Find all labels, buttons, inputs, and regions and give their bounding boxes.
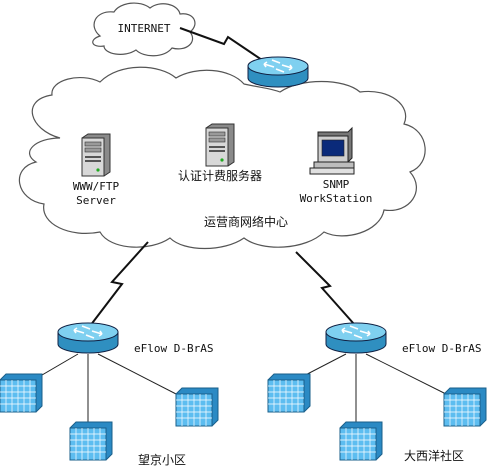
router-icon (247, 56, 309, 88)
auth-server-label: 认证计费服务器 (178, 168, 262, 183)
bras-left-label: eFlow D-BrAS (134, 342, 213, 355)
computer-monitor-icon (309, 126, 355, 175)
server-tower-icon (81, 133, 111, 177)
lightning-icon (89, 241, 149, 327)
office-building-icon (175, 387, 219, 427)
server-tower-icon (205, 123, 235, 167)
left-access-links (29, 353, 181, 428)
right-community-buildings (267, 373, 487, 461)
www-ftp-label-line1: WWW/FTP (73, 180, 120, 193)
office-building-icon (339, 421, 383, 461)
office-building-icon (69, 421, 113, 461)
www-ftp-label-line2: Server (76, 194, 116, 207)
server-auth-billing: 认证计费服务器 (178, 123, 262, 183)
bras-left: eFlow D-BrAS (57, 322, 213, 355)
right-access-links (291, 353, 451, 428)
internet-label: INTERNET (118, 22, 171, 35)
snmp-label-line2: WorkStation (300, 192, 373, 205)
router-icon (325, 322, 387, 354)
server-www-ftp: WWW/FTP Server (73, 133, 120, 207)
office-building-icon (0, 373, 43, 413)
community-left-label: 望京小区 (138, 453, 186, 467)
left-community-buildings (0, 373, 219, 461)
carrier-network-label: 运营商网络中心 (204, 214, 288, 229)
bras-right-label: eFlow D-BrAS (402, 342, 481, 355)
community-right-label: 大西洋社区 (404, 448, 464, 463)
office-building-icon (443, 387, 487, 427)
core-router (247, 56, 309, 88)
lightning-icon (295, 251, 355, 325)
bras-right: eFlow D-BrAS (325, 322, 481, 355)
lightning-links (89, 27, 355, 327)
snmp-workstation: SNMP WorkStation (300, 126, 373, 205)
office-building-icon (267, 373, 311, 413)
router-icon (57, 322, 119, 354)
internet-cloud: INTERNET (92, 2, 196, 57)
snmp-label-line1: SNMP (323, 178, 350, 191)
lightning-icon (179, 27, 263, 61)
